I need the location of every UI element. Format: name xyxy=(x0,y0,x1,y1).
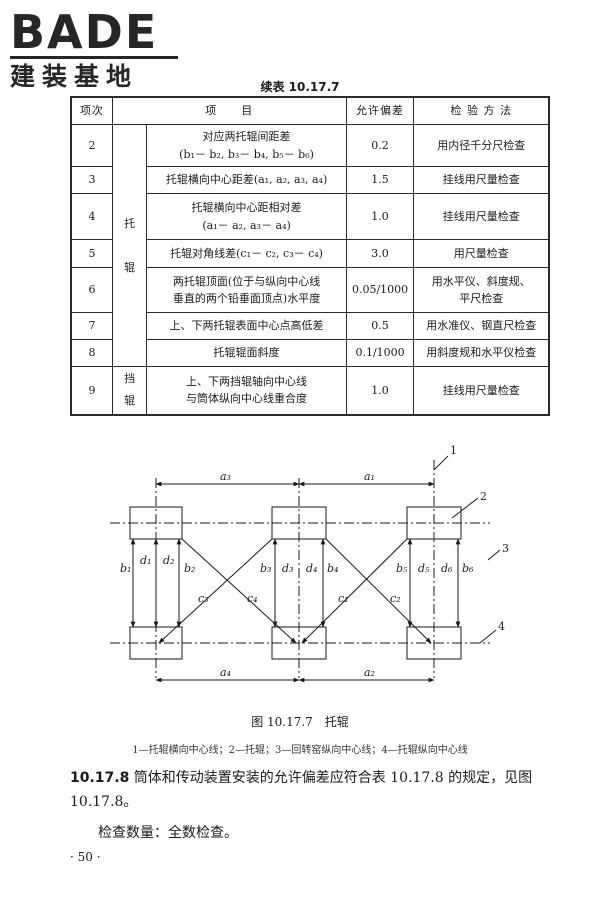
row-no: 9 xyxy=(70,366,113,415)
group-label-roller: 托 辊 xyxy=(124,216,136,274)
clause-paragraph: 10.17.8 筒体和传动装置安装的允许偏差应符合表 10.17.8 的规定，见… xyxy=(70,766,560,814)
row-tolerance: 1.5 xyxy=(345,166,415,194)
roller-box xyxy=(406,626,462,660)
row-tolerance: 3.0 xyxy=(345,239,415,268)
roller-diagram: a₃ a₁ a₄ a₂ b₁ d₁ d₂ b₂ b₃ d₃ d₄ b₄ b₅ d… xyxy=(110,444,509,683)
row-tolerance: 0.2 xyxy=(345,124,415,167)
row-item: 上、下两挡辊轴向中心线 与筒体纵向中心线重合度 xyxy=(146,366,347,415)
logo-wordmark: BADE xyxy=(10,5,159,59)
dim-b2: b₂ xyxy=(184,562,195,575)
row-tolerance: 0.05/1000 xyxy=(345,267,415,313)
row-no: 3 xyxy=(70,166,113,194)
clause-number: 10.17.8 xyxy=(70,770,130,786)
inspection-quantity: 检查数量：全数检查。 xyxy=(98,825,238,841)
roller-box xyxy=(271,626,327,660)
row-method: 用斜度规和水平仪检查 xyxy=(413,339,550,367)
dim-b6: b₆ xyxy=(462,562,474,575)
row-method: 用尺量检查 xyxy=(413,239,550,268)
dim-a4: a₄ xyxy=(220,666,231,679)
table-row: 2 托 辊 对应两托辊间距差 (b₁－ b₂, b₃－ b₄, b₅－ b₆) … xyxy=(70,124,550,367)
row-item: 托辊辊面斜度 xyxy=(146,339,347,367)
row-method: 挂线用尺量检查 xyxy=(413,193,550,240)
logo-subtitle: 建装基地 xyxy=(10,62,139,91)
dim-b3: b₃ xyxy=(260,562,271,575)
dim-a3: a₃ xyxy=(220,470,231,483)
roller-box xyxy=(406,506,462,540)
dim-d5: d₅ xyxy=(418,562,430,575)
row-tolerance: 0.1/1000 xyxy=(345,339,415,367)
clause-text: 筒体和传动装置安装的允许偏差应符合表 10.17.8 的规定，见图 10.17.… xyxy=(70,770,533,810)
roller-box xyxy=(271,506,327,540)
row-method: 挂线用尺量检查 xyxy=(413,166,550,194)
callout-2: 2 xyxy=(480,490,487,503)
dim-b4: b₄ xyxy=(327,562,338,575)
row-item: 两托辊顶面(位于与纵向中心线 垂直的两个铅垂面顶点)水平度 xyxy=(146,267,347,313)
row-no: 6 xyxy=(70,267,113,313)
dim-d3: d₃ xyxy=(282,562,293,575)
row-tolerance: 1.0 xyxy=(345,193,415,240)
callout-4: 4 xyxy=(498,620,505,633)
dim-d1: d₁ xyxy=(140,554,151,567)
row-item: 上、下两托辊表面中心点高低差 xyxy=(146,312,347,340)
header-method: 检 验 方 法 xyxy=(413,96,550,125)
table-header-row: 项次 项 目 允许偏差 检 验 方 法 xyxy=(70,96,550,125)
row-no: 7 xyxy=(70,312,113,340)
table-row: 3 托辊横向中心距差(a₁, a₂, a₃, a₄) 1.5 挂线用尺量检查 xyxy=(70,166,550,194)
row-method: 用内径千分尺检查 xyxy=(413,124,550,167)
header-item-no: 项次 xyxy=(70,96,113,125)
header-tolerance: 允许偏差 xyxy=(345,96,415,125)
longitudinal-center-lines xyxy=(110,460,490,678)
row-tolerance: 0.5 xyxy=(345,312,415,340)
figure-legend: 1—托辊横向中心线；2—托辊；3—回转窑纵向中心线；4—托辊纵向中心线 xyxy=(132,745,468,756)
dim-c2: c₂ xyxy=(390,592,401,605)
dim-c3: c₃ xyxy=(198,592,209,605)
logo-underline xyxy=(10,56,178,59)
group-cell-stop-roller: 挡 辊 xyxy=(111,366,148,415)
row-no: 5 xyxy=(70,239,113,268)
row-item: 托辊横向中心距相对差 (a₁－ a₂, a₃－ a₄) xyxy=(146,193,347,240)
dim-d6: d₆ xyxy=(441,562,453,575)
row-no: 2 xyxy=(70,124,113,167)
figure-caption: 图 10.17.7 托辊 xyxy=(251,715,349,729)
group-label-stop-roller: 挡 辊 xyxy=(124,372,136,408)
dim-d4: d₄ xyxy=(306,562,317,575)
row-method: 挂线用尺量检查 xyxy=(413,366,550,415)
tolerance-table: 项次 项 目 允许偏差 检 验 方 法 2 托 辊 对应两托辊间距差 (b₁－ … xyxy=(70,96,550,416)
dim-c4: c₄ xyxy=(247,592,258,605)
callout-1: 1 xyxy=(450,444,457,457)
bade-logo: BADE 建装基地 xyxy=(8,6,178,92)
table-title: 续表 10.17.7 xyxy=(260,80,340,94)
dim-d2: d₂ xyxy=(163,554,174,567)
dim-c1: c₁ xyxy=(338,592,349,605)
row-item: 托辊横向中心距差(a₁, a₂, a₃, a₄) xyxy=(146,166,347,194)
dim-a1: a₁ xyxy=(364,470,375,483)
row-tolerance: 1.0 xyxy=(345,366,415,415)
row-item: 托辊对角线差(c₁－ c₂, c₃－ c₄) xyxy=(146,239,347,268)
table-row: 9 挡 辊 上、下两挡辊轴向中心线 与筒体纵向中心线重合度 1.0 挂线用尺量检… xyxy=(70,366,550,415)
group-cell-roller: 托 辊 xyxy=(111,124,148,367)
row-no: 8 xyxy=(70,339,113,367)
page-number: · 50 · xyxy=(70,850,101,864)
table-row: 5 托辊对角线差(c₁－ c₂, c₃－ c₄) 3.0 用尺量检查 xyxy=(70,239,550,268)
table-row: 4 托辊横向中心距相对差 (a₁－ a₂, a₃－ a₄) 1.0 挂线用尺量检… xyxy=(70,193,550,240)
header-item: 项 目 xyxy=(111,96,347,125)
row-method: 用水准仪、钢直尺检查 xyxy=(413,312,550,340)
row-method: 用水平仪、斜度规、 平尺检查 xyxy=(413,267,550,313)
table-row: 6 两托辊顶面(位于与纵向中心线 垂直的两个铅垂面顶点)水平度 0.05/100… xyxy=(70,267,550,313)
dim-b5: b₅ xyxy=(396,562,408,575)
dim-b1: b₁ xyxy=(120,562,131,575)
row-no: 4 xyxy=(70,193,113,240)
row-item: 对应两托辊间距差 (b₁－ b₂, b₃－ b₄, b₅－ b₆) xyxy=(146,124,347,167)
dim-a2: a₂ xyxy=(364,666,375,679)
callout-3: 3 xyxy=(502,542,509,555)
